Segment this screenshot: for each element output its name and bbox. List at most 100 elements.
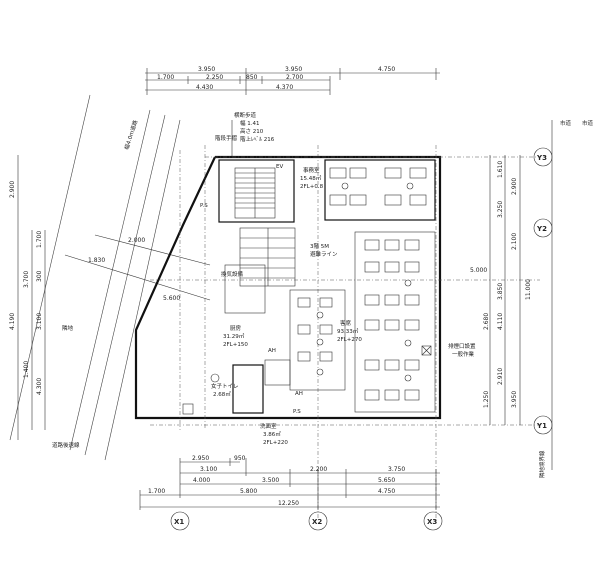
- toilet-wash: 女子トイレ 2.68㎡ 洗面室 3.86㎡ 2FL+220 P.S AH AH: [211, 348, 303, 446]
- ev-label: EV: [276, 164, 283, 170]
- ah-label: AH: [268, 348, 276, 354]
- ev-stair-core: P.S EV 3階 5M 避難ライン: [200, 159, 338, 287]
- dim-top-7: 2.700: [286, 74, 303, 81]
- dim-top-1: 3.950: [198, 66, 215, 73]
- axis-x3: X3: [427, 518, 437, 526]
- building-outline: [134, 145, 540, 518]
- dim-left-1: 2.900: [9, 181, 16, 198]
- dim-bottom-1: 2.950: [192, 455, 209, 462]
- dim-bottom-4: 2.200: [310, 466, 327, 473]
- dim-diag-3: 5.600: [163, 295, 180, 302]
- dim-left-5: 3.100: [36, 313, 43, 330]
- dim-right-3: 3.250: [497, 201, 504, 218]
- vent-note-2: 一般作業: [452, 350, 475, 358]
- dim-bottom-10: 5.800: [240, 488, 257, 495]
- guest-area: 93.33㎡: [337, 327, 359, 335]
- road-side-label: 隣地: [62, 324, 74, 332]
- hood-note: 換気設備: [221, 270, 244, 278]
- note-4: 階上ﾚﾍﾞﾙ 216: [240, 135, 275, 143]
- dim-bottom-6: 4.000: [193, 477, 210, 484]
- dim-right-5: 5.000: [470, 267, 487, 274]
- note-2: 幅 1.41: [240, 119, 260, 127]
- dim-left-6: 4.190: [9, 313, 16, 330]
- axis-y2: Y2: [536, 225, 547, 233]
- dim-top-4: 1.700: [157, 74, 174, 81]
- dim-bottom-2: 950: [234, 455, 246, 462]
- road-top-label: 幅4.0m道路: [122, 119, 139, 151]
- axis-x1: X1: [174, 518, 184, 526]
- cleaning-occ: 2FL+220: [263, 440, 288, 446]
- dim-top-9: 4.370: [276, 84, 293, 91]
- stairs-note-2: 避難ライン: [310, 250, 338, 258]
- right-city: 市道: [560, 119, 572, 127]
- dim-bottom-8: 5.650: [378, 477, 395, 484]
- x-axis-markers: X1 X2 X3: [170, 511, 443, 531]
- office-occ: 2FL+0.8: [300, 184, 324, 190]
- right-dimensions: 1.610 2.900 3.250 2.100 5.000 3.850 11.0…: [470, 155, 532, 425]
- guest-label: 客席: [340, 319, 352, 327]
- dim-right-8: 2.680: [483, 313, 490, 330]
- dim-bottom-11: 4.750: [378, 488, 395, 495]
- y-axis-markers: Y3 Y2 Y1: [533, 147, 553, 435]
- dim-left-8: 4.300: [36, 378, 43, 395]
- axis-y1: Y1: [536, 422, 547, 430]
- dim-top-5: 2.250: [206, 74, 223, 81]
- cleaning-area: 3.86㎡: [263, 430, 281, 438]
- dim-bottom-9: 1.700: [148, 488, 165, 495]
- ps-lower-label: P.S: [293, 409, 301, 415]
- dim-right-4: 2.100: [511, 233, 518, 250]
- dim-diag-1: 2.000: [128, 237, 145, 244]
- road-bottom-label: 道路後退線: [52, 441, 80, 449]
- guest-seating: 客席 93.33㎡ 2FL+270: [289, 231, 436, 413]
- dim-right-6: 3.850: [497, 283, 504, 300]
- dim-left-3: 3.700: [23, 271, 30, 288]
- right-city-2: 市道: [582, 119, 594, 127]
- dim-left-4: 300: [36, 270, 43, 282]
- office-label: 事務室: [303, 166, 320, 174]
- note-1: 横断歩道: [234, 111, 257, 119]
- dim-top-8: 4.430: [196, 84, 213, 91]
- top-left-notes: 横断歩道 幅 1.41 高さ 210 階上ﾚﾍﾞﾙ 216 階段手摺: [215, 111, 275, 158]
- dim-top-3: 4.750: [378, 66, 395, 73]
- office-area: 15.48㎡: [300, 174, 322, 182]
- dim-diag-2: 1.830: [88, 257, 105, 264]
- dim-left-2: 1.700: [36, 231, 43, 248]
- right-boundary: 隣地境界線: [538, 450, 546, 478]
- axis-y3: Y3: [536, 154, 547, 162]
- dim-top-2: 3.950: [285, 66, 302, 73]
- ps-upper-label: P.S: [200, 203, 208, 209]
- toilet-label: 女子トイレ: [211, 382, 239, 390]
- guest-occ: 2FL+270: [337, 337, 362, 343]
- kitchen-occ: 2FL+150: [223, 342, 248, 348]
- dim-right-2: 2.900: [511, 178, 518, 195]
- kitchen-area: 31.29㎡: [223, 332, 245, 340]
- dim-bottom-total: 12.250: [278, 500, 299, 507]
- vent-note: 排煙口設置: [448, 342, 476, 350]
- dim-left-7: 1.400: [23, 361, 30, 378]
- bottom-dimensions: 2.950 950 3.100 2.200 3.750 4.000 3.500 …: [139, 455, 440, 510]
- note-3: 高さ 210: [240, 127, 264, 135]
- dim-right-7: 11.000: [525, 279, 532, 300]
- top-dimensions: 3.950 3.950 4.750 1.700 2.250 850 2.700 …: [145, 66, 440, 95]
- dim-right-1: 1.610: [497, 161, 504, 178]
- toilet-area: 2.68㎡: [213, 390, 231, 398]
- dim-bottom-5: 3.750: [388, 466, 405, 473]
- ah-label-2: AH: [295, 391, 303, 397]
- kitchen-room: 厨房 31.29㎡ 2FL+150 換気設備: [182, 264, 266, 415]
- left-dimensions: 2.900 1.700 3.700 300 3.100 4.190 1.400 …: [9, 155, 46, 440]
- axis-x2: X2: [312, 518, 322, 526]
- dim-right-12: 3.950: [511, 391, 518, 408]
- stairs-note: 3階 5M: [310, 242, 329, 250]
- dim-bottom-7: 3.500: [262, 477, 279, 484]
- stair-label: 階段手摺: [215, 134, 238, 142]
- diagonal-roads: 2.000 1.830 5.600 幅4.0m道路 隣地 道路後退線: [9, 94, 211, 461]
- dim-right-11: 1.250: [483, 391, 490, 408]
- right-notes: 排煙口設置 一般作業 市道 市道 隣地境界線: [421, 119, 594, 478]
- dim-top-6: 850: [246, 74, 258, 81]
- dim-bottom-3: 3.100: [200, 466, 217, 473]
- dim-right-10: 2.910: [497, 368, 504, 385]
- dim-right-9: 4.110: [497, 313, 504, 330]
- kitchen-label: 厨房: [230, 324, 242, 332]
- office-room: 事務室 15.48㎡ 2FL+0.8: [300, 159, 436, 221]
